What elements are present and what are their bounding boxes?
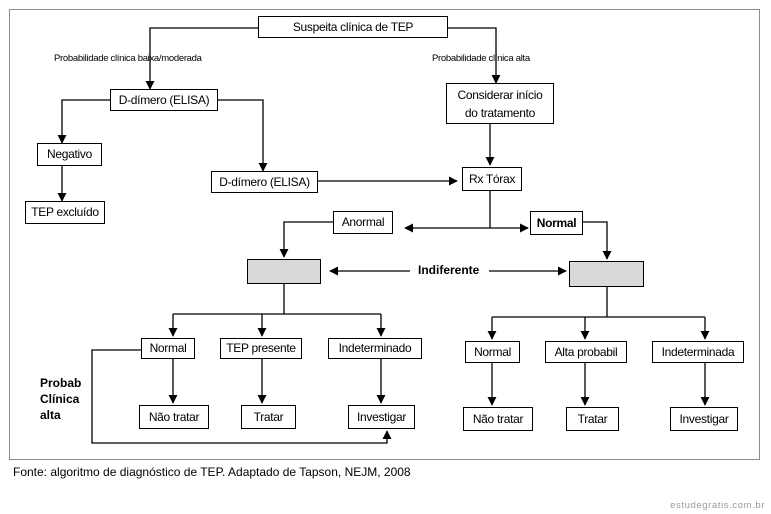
label-indiferente: Indiferente [418,263,480,277]
node-right-nao-tratar: Não tratar [463,407,533,431]
node-rx-torax: Rx Tórax [462,167,522,191]
node-grey-left [247,259,321,284]
label-prob-alta: Probabilidade clínica alta [432,53,530,64]
node-left-indeterminado: Indeterminado [328,338,422,359]
node-considerar: Considerar início do tratamento [446,83,554,124]
arrow-to-right-grey [583,221,612,260]
node-tep-excluido: TEP excluído [25,201,105,224]
arrow-to-left-grey [279,221,333,258]
arrow-loop-investigar [91,349,392,444]
side-note-line: Probab [40,376,82,390]
arrow-to-considerar [448,27,501,84]
node-right-indeterminada: Indeterminada [652,341,744,363]
side-note-line: alta [40,408,61,422]
node-left-tep-presente: TEP presente [220,338,302,359]
diagram-frame [9,9,760,460]
side-note-probab-clinica-alta: Probab Clínica alta [40,375,100,423]
node-grey-right [569,261,644,287]
node-right-investigar: Investigar [670,407,738,431]
watermark: estudegratis.com.br [670,500,765,511]
node-negativo: Negativo [37,143,102,166]
node-left-nao-tratar: Não tratar [139,405,209,429]
side-note-line: Clínica [40,392,80,406]
node-right-tratar: Tratar [566,407,619,431]
arrow-to-ddimero-top [145,27,258,90]
node-right-alta-probabil: Alta probabil [545,341,627,363]
node-ddimero-top: D-dímero (ELISA) [110,89,218,111]
label-prob-baixa: Probabilidade clínica baixa/moderada [54,53,202,64]
node-left-normal: Normal [141,338,195,359]
source-caption: Fonte: algoritmo de diagnóstico de TEP. … [13,465,411,479]
node-ddimero-mid: D-dímero (ELISA) [211,171,318,193]
node-normal-top: Normal [530,211,583,235]
node-anormal: Anormal [333,211,393,234]
node-suspeita: Suspeita clínica de TEP [258,16,448,38]
node-right-normal: Normal [465,341,520,363]
arrow-to-negativo [57,99,110,144]
arrow-to-ddimero-mid [218,99,268,172]
node-left-tratar: Tratar [241,405,296,429]
node-left-investigar: Investigar [348,405,415,429]
